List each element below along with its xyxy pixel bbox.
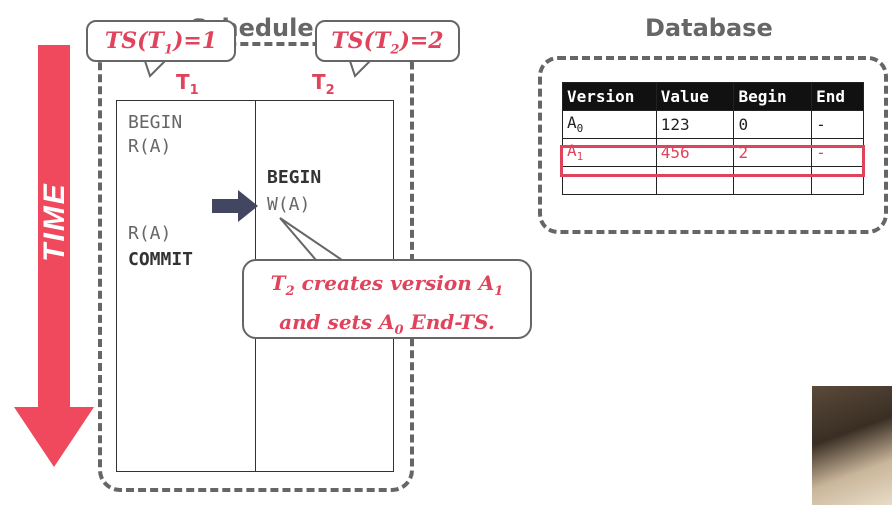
t2-op-write: W(A) bbox=[267, 194, 311, 215]
col-header-version: Version bbox=[562, 82, 657, 111]
table-row bbox=[562, 166, 864, 195]
version-cell: A0 bbox=[562, 110, 657, 139]
end-cell: - bbox=[811, 110, 864, 139]
col-header-begin: Begin bbox=[733, 82, 813, 111]
note-line-2: and sets A0 End-TS. bbox=[279, 310, 495, 338]
table-row: A1 456 2 - bbox=[562, 138, 864, 167]
end-cell bbox=[811, 166, 864, 195]
version-table: Version Value Begin End A0 123 0 - A1 45… bbox=[562, 82, 864, 195]
new-version-row-highlight bbox=[560, 145, 865, 177]
webcam-overlay bbox=[812, 386, 892, 505]
time-label: TIME bbox=[38, 182, 71, 262]
col-header-value: Value bbox=[655, 82, 735, 111]
begin-cell: 2 bbox=[733, 138, 813, 167]
begin-cell: 0 bbox=[733, 110, 813, 139]
time-arrow bbox=[14, 45, 94, 467]
note-bubble-tail bbox=[279, 217, 346, 261]
database-frame bbox=[538, 56, 888, 234]
ts2-bubble: TS(T2)=2 bbox=[315, 20, 460, 62]
note-bubble: T2 creates version A1 and sets A0 End-TS… bbox=[242, 259, 532, 339]
version-cell bbox=[562, 166, 657, 195]
begin-cell bbox=[733, 166, 813, 195]
value-cell: 123 bbox=[655, 110, 735, 139]
t1-op-read-1: R(A) bbox=[128, 136, 172, 157]
version-table-header: Version Value Begin End bbox=[562, 82, 864, 111]
t1-op-begin: BEGIN bbox=[128, 112, 183, 133]
current-op-pointer-icon bbox=[212, 190, 258, 222]
t2-column-header: T2 bbox=[312, 70, 335, 98]
t1-column-header: T1 bbox=[176, 70, 199, 98]
t1-op-commit: COMMIT bbox=[128, 249, 194, 270]
t1-op-read-2: R(A) bbox=[128, 223, 172, 244]
t2-op-begin: BEGIN bbox=[267, 167, 322, 188]
database-title: Database bbox=[645, 14, 773, 42]
table-row: A0 123 0 - bbox=[562, 110, 864, 139]
ts1-bubble: TS(T1)=1 bbox=[86, 20, 236, 62]
col-header-end: End bbox=[811, 82, 864, 111]
note-line-1: T2 creates version A1 bbox=[270, 271, 504, 299]
